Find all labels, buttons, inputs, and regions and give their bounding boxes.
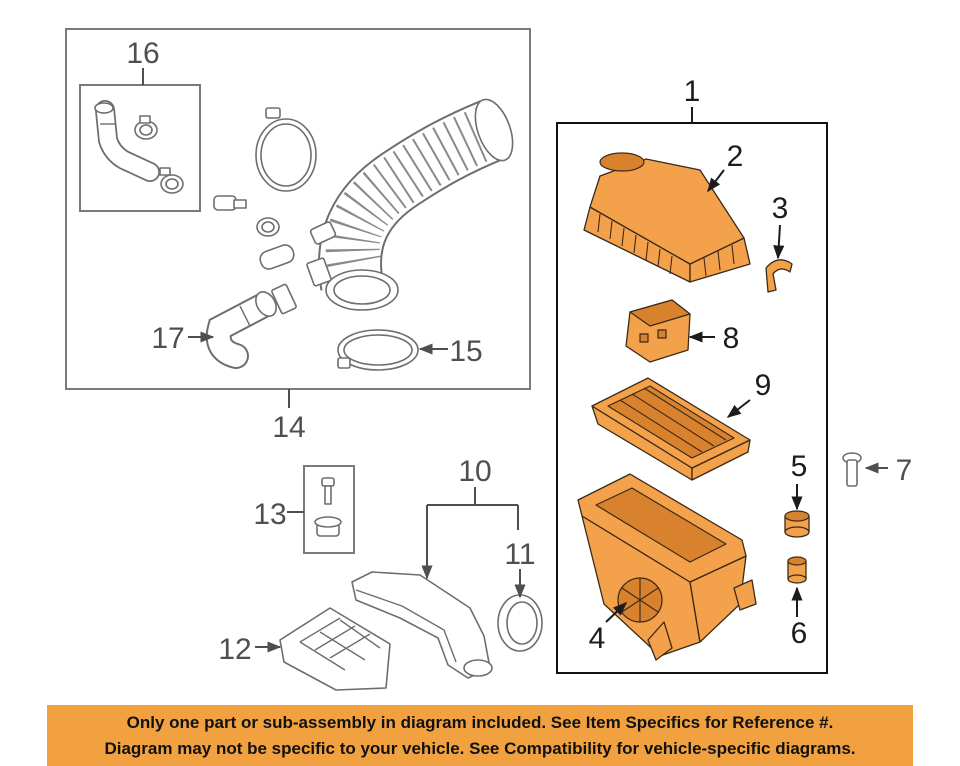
hose-bracket (271, 283, 297, 315)
callout-17: 17 (151, 322, 184, 355)
elbow-hose-rib (239, 305, 251, 327)
hose-clamp-ring (255, 107, 317, 192)
mounting-bolt (842, 452, 862, 487)
callout-13: 13 (253, 498, 286, 531)
vent-valve (213, 195, 247, 211)
intake-hose-port (309, 221, 337, 245)
callout-12: 12 (218, 633, 251, 666)
disclaimer-line-1: Only one part or sub-assembly in diagram… (126, 712, 834, 732)
clamp-screw-housing (265, 107, 281, 119)
mounting-bolt-head (321, 477, 335, 487)
grommet-upper (784, 510, 810, 538)
cover-inlet (599, 152, 645, 172)
grommet-lower-top (787, 556, 807, 566)
disclaimer-line-2: Diagram may not be specific to your vehi… (104, 738, 856, 758)
grommet-lower-bottom (787, 574, 807, 584)
clamp-tab (139, 115, 151, 124)
elbow-hose (205, 291, 277, 369)
bracket-tray-body (279, 607, 391, 691)
filter-pleats (619, 387, 727, 453)
intake-hose-frame (65, 28, 531, 390)
duct-seal-inner (506, 601, 538, 645)
hose-clamp-screw (337, 357, 351, 369)
callout-5: 5 (791, 450, 808, 483)
callout-15: 15 (449, 335, 482, 368)
duct-seal-ring (497, 594, 543, 652)
adapter-slot-left (639, 333, 649, 343)
leader-9 (726, 399, 751, 418)
grommet-lower (787, 556, 807, 584)
air-duct-outlet (463, 659, 493, 677)
callout-1: 1 (684, 75, 701, 108)
vent-valve-body (213, 195, 237, 211)
vent-valve-stem (233, 199, 247, 209)
breather-kit-frame (79, 84, 201, 212)
intake-hose (306, 98, 514, 311)
housing-inlet-grille (621, 578, 659, 622)
mounting-kit-frame (303, 465, 355, 554)
air-duct-edge (355, 589, 457, 663)
callout-10: 10 (458, 455, 491, 488)
callout-11: 11 (504, 538, 535, 571)
intake-hose-bracket (306, 257, 332, 287)
leader-3 (773, 224, 785, 260)
clamp-ring-inner (165, 178, 179, 190)
callout-2: 2 (727, 140, 744, 173)
small-hardware (213, 195, 297, 315)
air-filter (591, 377, 751, 481)
small-clamp (256, 217, 280, 237)
housing-cavity (595, 487, 727, 563)
intake-hose-top-end (474, 98, 514, 162)
mounting-grommet-top (314, 516, 342, 528)
filter-pleat-area (607, 385, 735, 459)
bolt-shaft (846, 459, 858, 487)
cover-ribs (597, 213, 735, 277)
grommet-upper-top (784, 510, 810, 522)
mounting-kit (314, 477, 342, 537)
callout-6: 6 (791, 617, 808, 650)
callout-4: 4 (589, 622, 606, 655)
elbow-hose-body (207, 295, 273, 367)
hose-clamp-inner (343, 334, 413, 366)
breather-hose-body (96, 101, 159, 181)
callout-8: 8 (723, 322, 740, 355)
housing-foot-left (647, 621, 673, 661)
callout-14: 14 (272, 411, 305, 444)
bracket-tray-grid (299, 617, 381, 671)
elbow-hose-end (255, 291, 277, 317)
clamp-ring-inner (139, 124, 153, 136)
intake-hose-body (320, 102, 504, 291)
leader-2 (707, 169, 725, 193)
clamp-ring-inner (260, 123, 312, 187)
breather-clamp-lower (159, 167, 184, 194)
connector-tube (259, 244, 295, 270)
cover-clip (765, 259, 793, 293)
clip-body (765, 259, 793, 293)
housing-foot-right (733, 579, 757, 611)
intake-hose-bottom-ring-inner (333, 275, 391, 305)
adapter-top (629, 299, 691, 327)
breather-hose-kit (94, 100, 184, 194)
callout-3: 3 (772, 192, 789, 225)
breather-clamp-upper (134, 115, 158, 140)
air-cleaner-cover (583, 152, 751, 283)
parts-diagram: 1 2 3 4 5 6 7 8 9 10 11 12 13 14 15 16 1… (65, 28, 913, 691)
mounting-bracket-tray (279, 607, 391, 691)
breather-hose-end (94, 102, 114, 114)
grommet-upper-bottom (784, 526, 810, 538)
callout-9: 9 (755, 369, 772, 402)
small-clamp-inner (261, 221, 275, 233)
mounting-bolt-shaft (324, 485, 332, 505)
callout-16: 16 (126, 37, 159, 70)
callout-7: 7 (896, 454, 913, 487)
hose-clamp-lower (337, 329, 419, 371)
clamp-tab (159, 167, 171, 176)
cover-top-face (589, 158, 745, 265)
air-duct (351, 571, 493, 679)
air-cleaner-lower-housing (577, 473, 757, 661)
leader-4 (605, 602, 628, 623)
duct-adapter (625, 299, 691, 363)
adapter-slot-right (657, 329, 667, 339)
disclaimer-banner: Only one part or sub-assembly in diagram… (47, 705, 913, 766)
